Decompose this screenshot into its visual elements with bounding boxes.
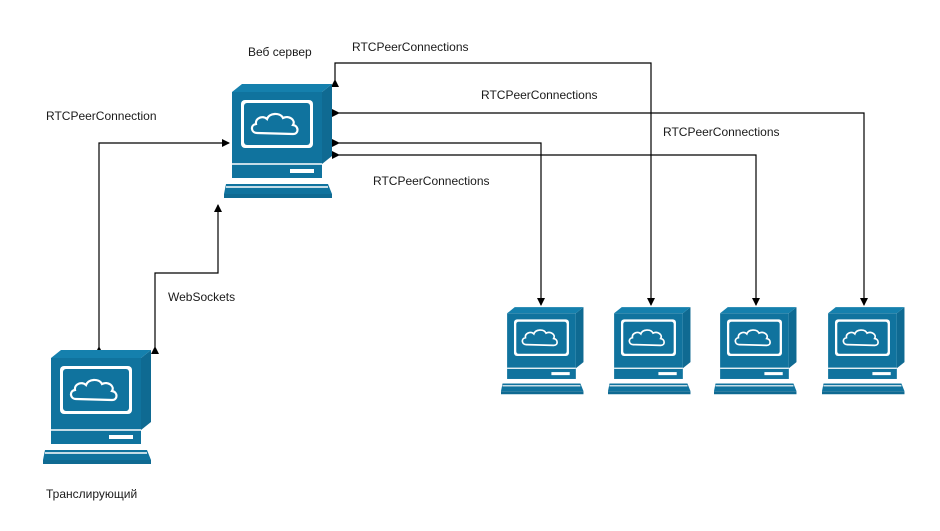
viewer-3-computer-icon bbox=[714, 307, 798, 396]
edge-label-broadcaster-ws: WebSockets bbox=[168, 290, 236, 304]
edge-server-viewer-4 bbox=[332, 109, 868, 306]
edge-label-viewer-2: RTCPeerConnections bbox=[352, 40, 469, 54]
server-computer-icon bbox=[222, 84, 334, 200]
broadcaster-label: Транслирующий bbox=[46, 487, 138, 501]
edge-server-viewer-1 bbox=[332, 139, 545, 306]
broadcaster-computer-icon bbox=[41, 350, 153, 466]
edge-label-broadcaster-rtc: RTCPeerConnection bbox=[46, 109, 157, 123]
edge-label-viewer-3: RTCPeerConnections bbox=[663, 125, 780, 139]
viewer-4-computer-icon bbox=[822, 307, 906, 396]
edge-broadcaster-server-rtc bbox=[95, 139, 230, 354]
edge-label-viewer-1: RTCPeerConnections bbox=[373, 174, 490, 188]
edge-broadcaster-server-ws bbox=[151, 204, 222, 354]
viewer-1-computer-icon bbox=[501, 307, 585, 396]
edge-label-viewer-4: RTCPeerConnections bbox=[481, 88, 598, 102]
viewer-2-computer-icon bbox=[608, 307, 692, 396]
server-label: Веб сервер bbox=[248, 45, 312, 59]
